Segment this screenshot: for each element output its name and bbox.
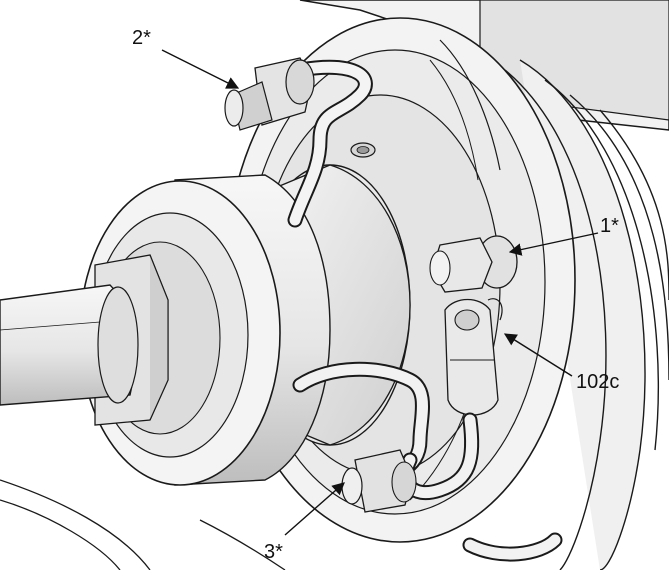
shaft	[0, 284, 139, 406]
callout-label-1: 1*	[600, 215, 619, 237]
fitting-2	[224, 57, 315, 131]
leader-line-1	[508, 232, 599, 256]
leader-line-2	[161, 49, 240, 89]
leader-line-3	[284, 482, 345, 536]
lower-left-frame	[0, 479, 286, 570]
callout-label-3: 3*	[264, 541, 283, 563]
callout-label-102c: 102c	[576, 371, 620, 393]
upper-tube	[287, 59, 373, 228]
leader-lines	[161, 49, 599, 536]
socket-screw	[350, 142, 376, 158]
fitting-3	[341, 449, 417, 513]
bolt-1	[429, 235, 518, 293]
leader-line-102c	[503, 333, 573, 377]
ring-terminal-102c	[444, 298, 503, 416]
callout-label-2: 2*	[132, 27, 151, 49]
